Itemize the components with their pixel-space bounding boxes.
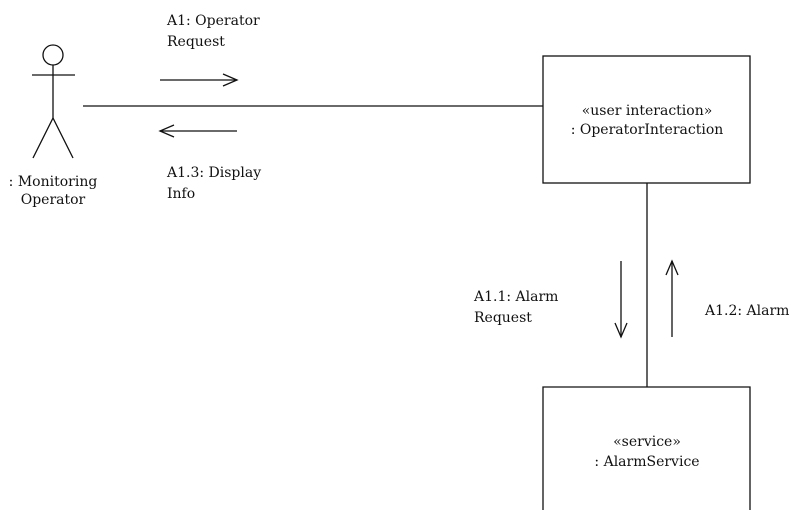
actor-left-leg — [32, 117, 54, 159]
message-a1-1-label-line2: Request — [474, 310, 532, 326]
actor-name-line2: Operator — [21, 192, 86, 208]
message-a1-3-arrow — [158, 124, 237, 138]
message-a1-1-label-line1: A1.1: Alarm — [473, 289, 558, 305]
operator-interaction-stereotype: «user interaction» — [582, 103, 713, 119]
message-a1-label-line2: Request — [167, 34, 225, 50]
message-a1-2-arrow — [665, 259, 679, 337]
message-a1-1-arrow — [614, 261, 628, 339]
actor-name-line1: : Monitoring — [9, 174, 98, 190]
message-a1-2-label: A1.2: Alarm — [704, 303, 789, 319]
alarm-service-stereotype: «service» — [613, 434, 681, 450]
message-a1-label-line1: A1: Operator — [166, 13, 260, 29]
monitoring-operator-actor — [32, 44, 75, 159]
alarm-service-box — [542, 386, 751, 510]
actor-head — [42, 44, 64, 66]
message-a1-3-label-line2: Info — [167, 186, 195, 202]
message-a1-arrow — [160, 73, 239, 87]
operator-interaction-name: : OperatorInteraction — [571, 122, 724, 138]
operator-interaction-box — [542, 55, 751, 184]
message-a1-3-label-line1: A1.3: Display — [166, 165, 261, 181]
alarm-service-name: : AlarmService — [594, 454, 699, 470]
actor-right-leg — [52, 117, 74, 159]
